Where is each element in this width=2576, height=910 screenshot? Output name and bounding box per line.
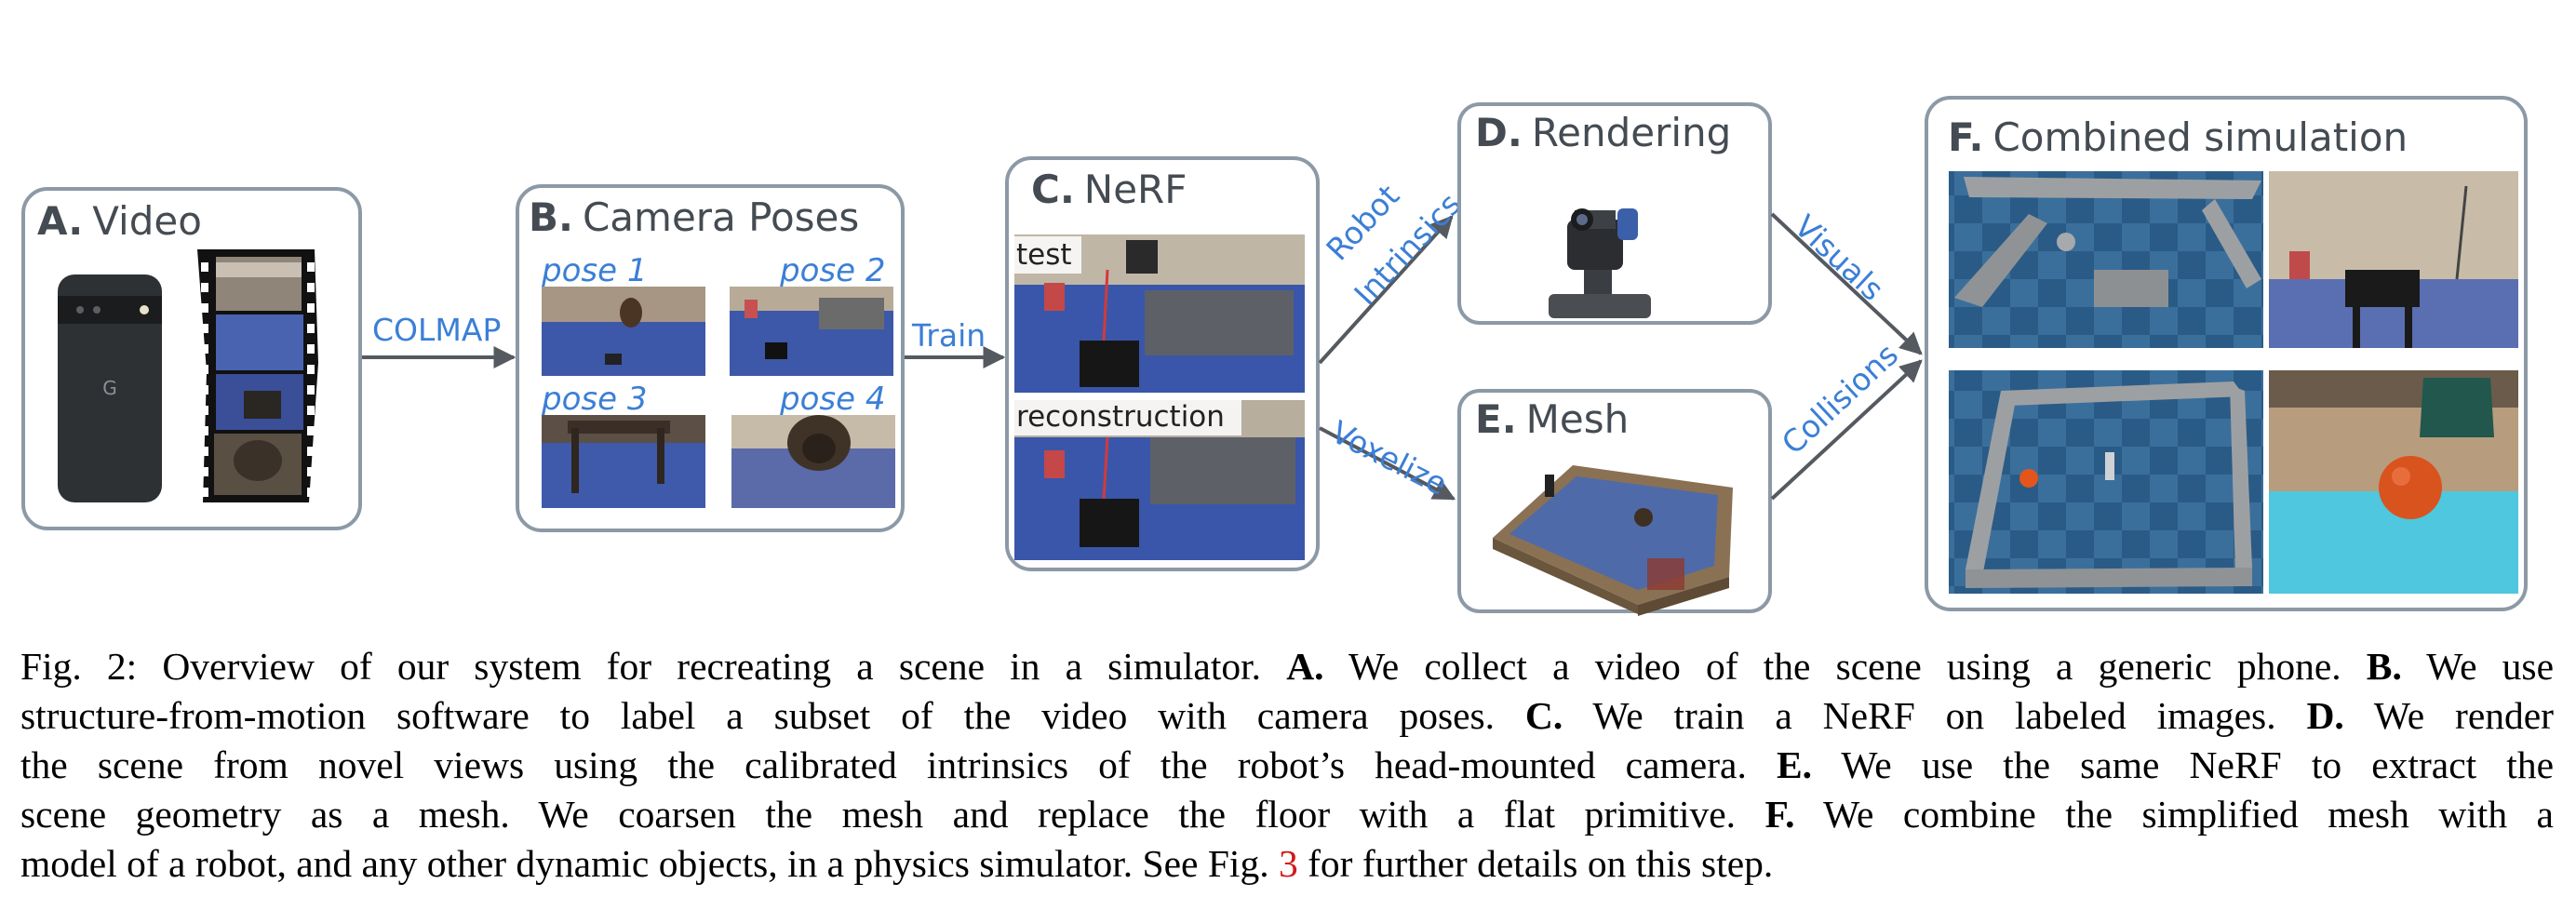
edge-label-colmap: COLMAP [372,312,501,348]
mesh-image [1493,465,1733,616]
pose-image-3 [542,415,705,508]
panel-c-nerf: C.NeRF test reconstruction [1005,156,1320,571]
sim-view-top-right [2269,171,2518,348]
sim-view-top-left [1949,171,2263,348]
figure-reference-link[interactable]: 3 [1278,842,1298,885]
arrow-visuals [1770,212,1923,355]
edge-label-train: Train [911,317,986,354]
robot-head-image [1549,208,1651,318]
panel-d-rendering: D.Rendering [1457,102,1772,325]
arrow-collisions [1770,359,1923,501]
panel-b-camera-poses: B.Camera Poses pose 1 pose 2 pose 3 pose… [516,184,905,532]
caption-line-3: the scene from novel views using the cal… [20,743,2554,786]
pose-label-2: pose 2 [779,252,885,289]
figure-caption: Fig. 2: Overview of our system for recre… [20,642,2554,889]
arrow-robot-intrinsics [1318,215,1454,365]
nerf-test-label: test [1016,238,1072,272]
edge-label-visuals: Visuals [1788,207,1891,307]
panel-f-title: F.Combined simulation [1948,114,2408,160]
panel-a-video: A.Video G [21,187,362,530]
caption-line-5: model of a robot, and any other dynamic … [20,842,1774,885]
phone-logo: G [102,377,117,399]
edge-label-collisions: Collisions [1775,336,1905,462]
panel-d-title: D.Rendering [1475,110,1731,155]
panel-b-title: B.Camera Poses [529,194,859,240]
panel-a-title: A.Video [37,198,202,244]
sim-view-bottom-right [2269,370,2518,594]
pose-image-1 [542,287,705,376]
pose-label-4: pose 4 [779,381,885,418]
pose-label-1: pose 1 [541,252,647,289]
caption-line-4: scene geometry as a mesh. We coarsen the… [20,793,2554,836]
panel-f-combined-simulation: F.Combined simulation [1925,96,2528,611]
edge-label-voxelize: Voxelize [1325,413,1453,502]
caption-line-2: structure-from-motion software to label … [20,694,2554,737]
caption-line-1: Fig. 2: Overview of our system for recre… [20,645,2554,688]
sim-view-bottom-left [1949,370,2263,594]
phone-image: G [58,274,162,502]
arrow-voxelize [1319,426,1456,501]
nerf-reconstruction-label: reconstruction [1016,400,1225,434]
panel-e-title: E.Mesh [1475,396,1629,442]
panel-c-title: C.NeRF [1031,167,1187,212]
pose-image-4 [731,415,895,508]
pose-image-2 [730,287,893,376]
panel-e-mesh: E.Mesh [1457,389,1772,616]
film-strip-image [197,249,318,502]
pose-label-3: pose 3 [541,381,647,418]
